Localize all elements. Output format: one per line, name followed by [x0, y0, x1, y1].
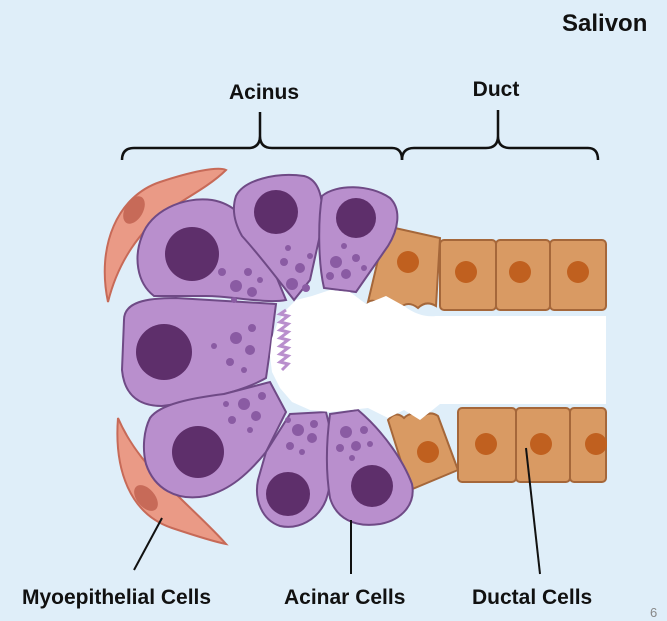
granule: [302, 284, 310, 292]
granule: [326, 272, 334, 280]
granule: [247, 287, 257, 297]
granule: [310, 420, 318, 428]
brand-title: Salivon: [562, 10, 647, 37]
granule: [247, 427, 253, 433]
myoepithelial-pointer: [133, 517, 163, 571]
granule: [230, 332, 242, 344]
granule: [218, 268, 226, 276]
granule: [280, 258, 288, 266]
granule: [336, 444, 344, 452]
granule: [226, 358, 234, 366]
granule: [251, 411, 261, 421]
acinar-cells: [120, 174, 414, 528]
granule: [257, 277, 263, 283]
granule: [352, 254, 360, 262]
granule: [286, 278, 298, 290]
granule: [295, 263, 305, 273]
granule: [349, 455, 355, 461]
ductal-label: Ductal Cells: [472, 586, 592, 609]
granule: [340, 426, 352, 438]
granule: [285, 417, 291, 423]
granule: [228, 416, 236, 424]
granule: [361, 265, 367, 271]
acinus-bracket: [120, 112, 404, 161]
granule: [286, 442, 294, 450]
granule: [367, 441, 373, 447]
granule: [341, 243, 347, 249]
granule: [330, 256, 342, 268]
granule: [258, 392, 266, 400]
ductal-cells: [366, 224, 607, 492]
duct-label: Duct: [473, 78, 520, 101]
lumen-microvilli: [276, 308, 292, 372]
acinar-granules: [211, 243, 373, 461]
granule: [351, 441, 361, 451]
granule: [248, 324, 256, 332]
granule: [241, 367, 247, 373]
slide-number: 6: [650, 605, 657, 620]
granule: [238, 398, 250, 410]
granule: [299, 449, 305, 455]
duct-bracket: [400, 110, 600, 161]
granule: [211, 343, 217, 349]
granule: [244, 268, 252, 276]
granule: [223, 401, 229, 407]
ductal-pointer: [525, 447, 541, 575]
myoepithelial-label: Myoepithelial Cells: [22, 586, 211, 609]
acinus-label: Acinus: [229, 81, 299, 104]
granule: [231, 297, 237, 303]
granule: [360, 426, 368, 434]
granule: [245, 345, 255, 355]
granule: [230, 280, 242, 292]
granule: [341, 269, 351, 279]
granule: [285, 245, 291, 251]
granule: [292, 424, 304, 436]
granule: [307, 433, 317, 443]
granule: [307, 253, 313, 259]
lumen: [270, 290, 606, 420]
acinar-label: Acinar Cells: [284, 586, 405, 609]
